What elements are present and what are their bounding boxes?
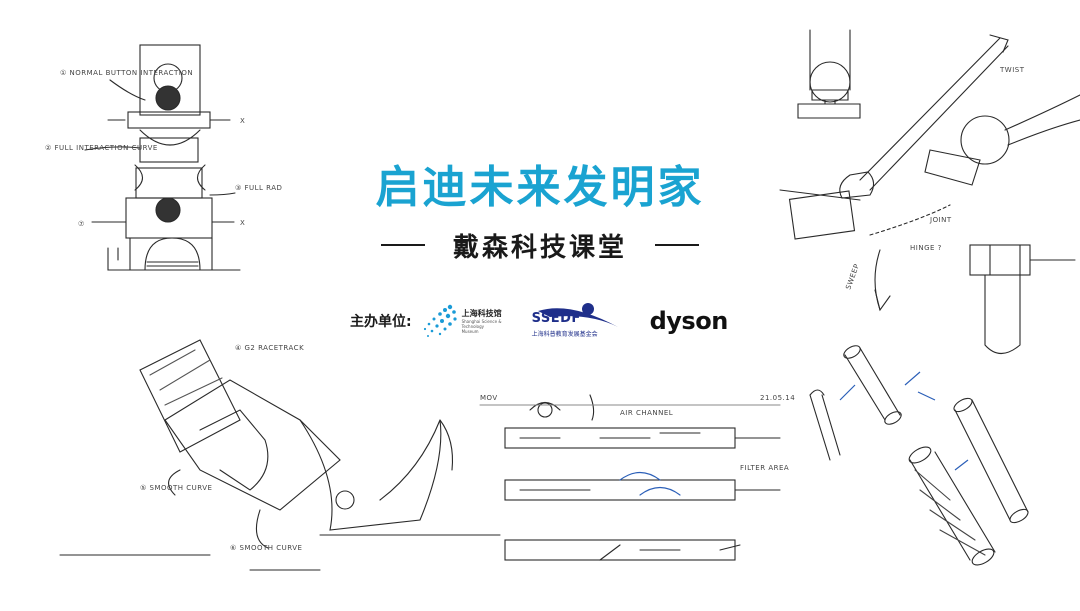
button-mechanism-sketch [84,44,241,271]
annotation-joint: JOINT [929,216,952,224]
annotation-x-top: X [240,117,245,125]
annotation-x-bottom: X [240,219,245,227]
sstb-dots-icon [423,304,457,337]
annotation-smooth-curve-1: ⑤ SMOOTH CURVE [140,484,212,492]
cylinder-sketch [809,345,1029,566]
subtitle-row: 戴森科技课堂 [340,225,740,265]
subtitle-dash-right [655,244,699,246]
annotation-smooth-curve-2: ⑥ SMOOTH CURVE [230,544,302,552]
annotation-hinge: HINGE ? [910,244,942,252]
subtitle-dash-left [380,244,425,246]
ssedf-name-en: SSEDF [531,311,581,326]
sstb-name-cn: 上海科技馆 [461,308,502,318]
annotation-full-interaction: ② FULL INTERACTION CURVE [45,144,158,152]
annotation-twist: TWIST [999,66,1025,74]
annotation-sweep: SWEEP [844,263,861,291]
ssedf-swoosh-icon [537,303,618,327]
channel-sketch [479,394,781,561]
annotation-mov: MOV [480,394,498,402]
annotation-filter-area: FILTER AREA [740,464,789,472]
sstb-name-en: Shanghai Science & Technology Museum [461,318,502,334]
sponsor-row: 主办单位: 上海科技馆 Shanghai Science & Technolog… [350,296,750,346]
annotation-normal-button: ① NORMAL BUTTON INTERACTION [60,69,193,77]
banner-title: 启迪未来发明家 [375,162,705,213]
annotation-seven: ⑦ [78,220,85,228]
ssedf-name-cn: 上海科普教育发展基金会 [531,331,598,338]
vacuum-wand-sketch [779,29,1080,312]
connector-sketch [969,244,1076,355]
dyson-logo: dyson [649,307,729,335]
banner-subtitle: 戴森科技课堂 [452,232,627,263]
annotation-racetrack: ④ G2 RACETRACK [235,344,304,352]
sponsor-label: 主办单位: [350,314,412,330]
annotation-air-channel: AIR CHANNEL [620,409,673,417]
ssedf-logo: SSEDF 上海科普教育发展基金会 [530,299,622,343]
sstb-logo: 上海科技馆 Shanghai Science & Technology Muse… [420,301,502,341]
annotation-full-rad: ③ FULL RAD [235,184,282,192]
annotation-date: 21.05.14 [760,394,795,402]
clip-sketch [59,339,501,571]
